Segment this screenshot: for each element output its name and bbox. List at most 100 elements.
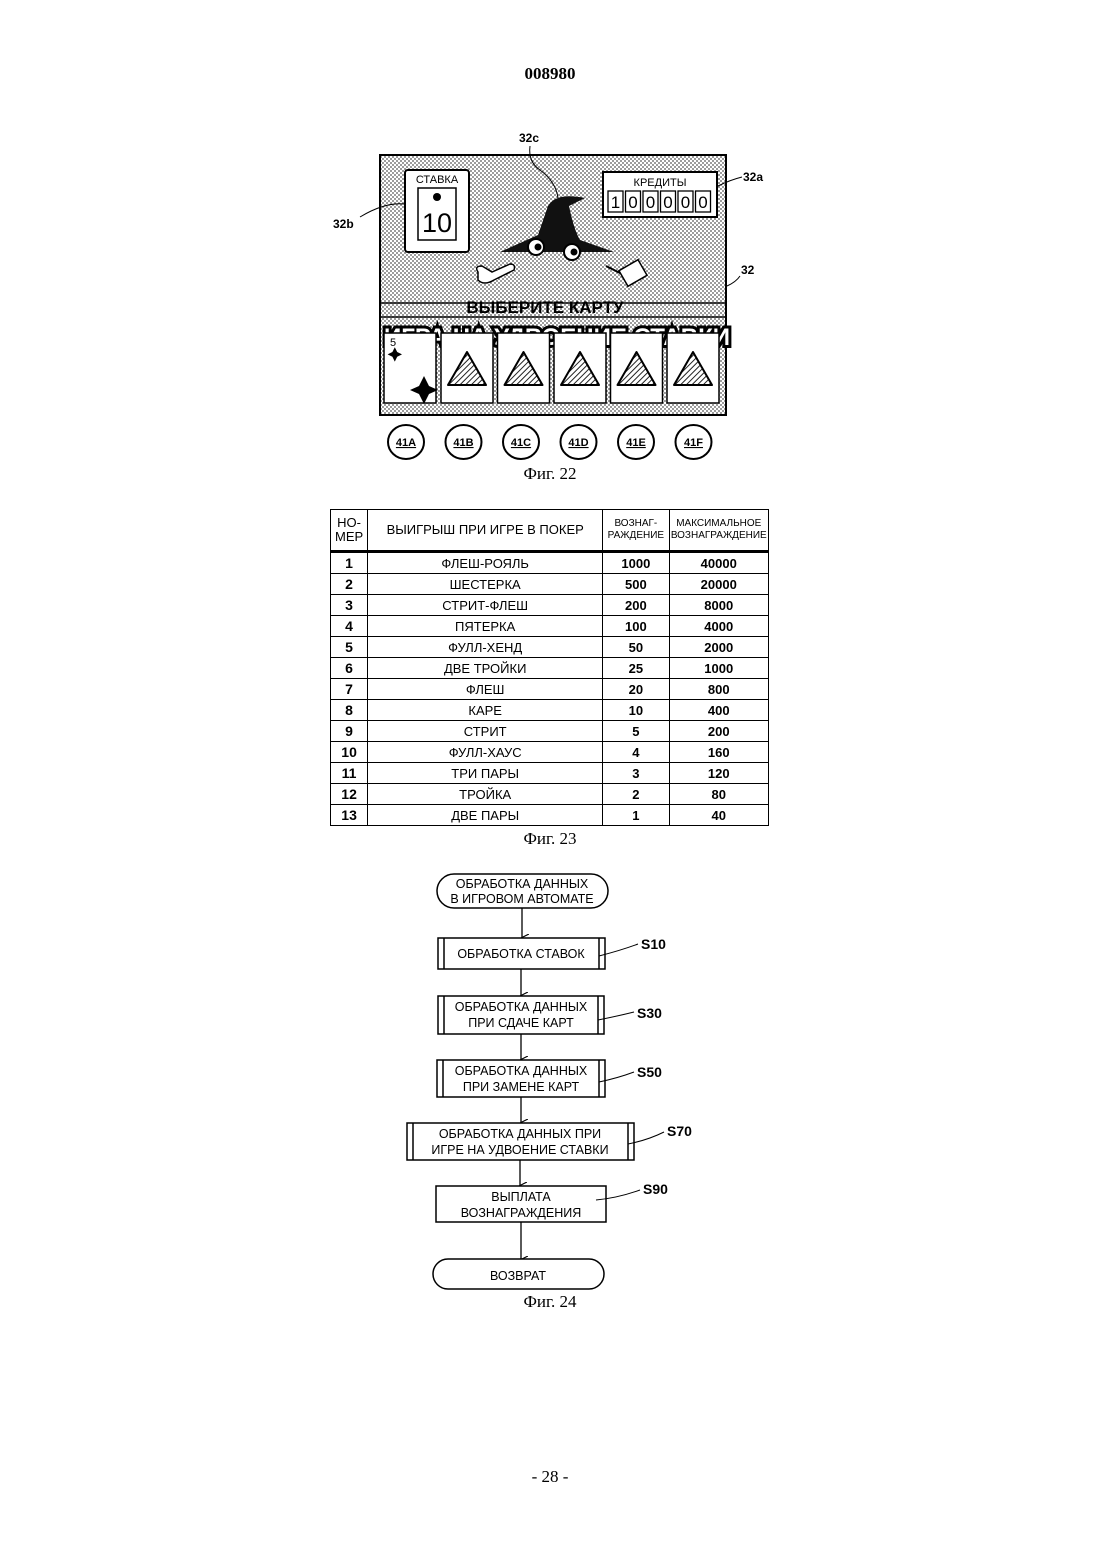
- card-rank: 5: [390, 337, 396, 349]
- select-button-label: 41B: [453, 437, 473, 449]
- cell-hand: ПЯТЕРКА: [368, 616, 603, 637]
- cell-max: 1000: [669, 658, 768, 679]
- figure-23-caption: Фиг. 23: [0, 829, 1100, 849]
- cell-max: 400: [669, 700, 768, 721]
- figure-22-game-screen: СТАВКА 10 КРЕДИТЫ 100000 ВЫБЕРИТЕ КАРТУ …: [0, 120, 1100, 470]
- ref-32b: 32b: [333, 217, 354, 231]
- cell-reward: 20: [603, 679, 669, 700]
- credits-label: КРЕДИТЫ: [634, 177, 687, 189]
- cell-reward: 10: [603, 700, 669, 721]
- cell-num: 11: [331, 763, 368, 784]
- credit-digit: 0: [663, 193, 672, 212]
- label-s70: S70: [667, 1123, 692, 1139]
- header-hand: ВЫИГРЫШ ПРИ ИГРЕ В ПОКЕР: [368, 510, 603, 552]
- start-text-2: В ИГРОВОМ АВТОМАТЕ: [450, 892, 593, 906]
- cell-reward: 3: [603, 763, 669, 784]
- cell-max: 8000: [669, 595, 768, 616]
- cell-hand: ТРИ ПАРЫ: [368, 763, 603, 784]
- label-s90: S90: [643, 1181, 668, 1197]
- table-row: 1ФЛЕШ-РОЯЛЬ100040000: [331, 552, 769, 574]
- step-s30-text-1: ОБРАБОТКА ДАННЫХ: [455, 1000, 588, 1014]
- select-card-prompt: ВЫБЕРИТЕ КАРТУ: [466, 298, 624, 317]
- select-button-label: 41A: [396, 437, 416, 449]
- cell-num: 10: [331, 742, 368, 763]
- cell-max: 20000: [669, 574, 768, 595]
- cell-reward: 25: [603, 658, 669, 679]
- cell-num: 5: [331, 637, 368, 658]
- cell-reward: 4: [603, 742, 669, 763]
- step-s70-text-2: ИГРЕ НА УДВОЕНИЕ СТАВКИ: [431, 1143, 608, 1157]
- select-button-label: 41C: [511, 437, 531, 449]
- table-row: 2ШЕСТЕРКА50020000: [331, 574, 769, 595]
- table-row: 4ПЯТЕРКА1004000: [331, 616, 769, 637]
- select-button-label: 41E: [626, 437, 646, 449]
- cell-num: 3: [331, 595, 368, 616]
- figure-22-caption: Фиг. 22: [0, 464, 1100, 484]
- step-s70-text-1: ОБРАБОТКА ДАННЫХ ПРИ: [439, 1127, 601, 1141]
- header-max-reward: МАКСИМАЛЬНОЕВОЗНАГРАЖДЕНИЕ: [669, 510, 768, 552]
- header-number: НО-МЕР: [331, 510, 368, 552]
- credit-digit: 0: [646, 193, 655, 212]
- cell-num: 2: [331, 574, 368, 595]
- cell-num: 12: [331, 784, 368, 805]
- cell-num: 1: [331, 552, 368, 574]
- selection-buttons: 41A41B41C41D41E41F: [388, 425, 712, 459]
- cell-reward: 1000: [603, 552, 669, 574]
- step-s10-text: ОБРАБОТКА СТАВОК: [457, 947, 585, 961]
- header-reward: ВОЗНАГ-РАЖДЕНИЕ: [603, 510, 669, 552]
- label-s30: S30: [637, 1005, 662, 1021]
- cell-max: 160: [669, 742, 768, 763]
- step-s50-text-2: ПРИ ЗАМЕНЕ КАРТ: [463, 1080, 580, 1094]
- cell-max: 80: [669, 784, 768, 805]
- step-s30-text-2: ПРИ СДАЧЕ КАРТ: [468, 1016, 574, 1030]
- start-text-1: ОБРАБОТКА ДАННЫХ: [456, 877, 589, 891]
- cell-reward: 100: [603, 616, 669, 637]
- cell-num: 4: [331, 616, 368, 637]
- cell-hand: ТРОЙКА: [368, 784, 603, 805]
- cell-reward: 1: [603, 805, 669, 826]
- credit-digit: 0: [681, 193, 690, 212]
- figure-24-caption: Фиг. 24: [0, 1292, 1100, 1312]
- cell-hand: СТРИТ-ФЛЕШ: [368, 595, 603, 616]
- select-button-label: 41F: [684, 437, 703, 449]
- cell-num: 13: [331, 805, 368, 826]
- cell-num: 7: [331, 679, 368, 700]
- cell-hand: КАРЕ: [368, 700, 603, 721]
- ref-32a: 32a: [743, 170, 763, 184]
- cell-reward: 2: [603, 784, 669, 805]
- cell-max: 120: [669, 763, 768, 784]
- end-text: ВОЗВРАТ: [490, 1269, 546, 1283]
- cell-hand: СТРИТ: [368, 721, 603, 742]
- cell-hand: ФУЛЛ-ХАУС: [368, 742, 603, 763]
- figure-24-flowchart: ОБРАБОТКА ДАННЫХ В ИГРОВОМ АВТОМАТЕ ОБРА…: [0, 860, 1100, 1290]
- cell-hand: ФУЛЛ-ХЕНД: [368, 637, 603, 658]
- label-s10: S10: [641, 936, 666, 952]
- credit-digit: 0: [698, 193, 707, 212]
- table-row: 8КАРЕ10400: [331, 700, 769, 721]
- cell-max: 800: [669, 679, 768, 700]
- cell-reward: 500: [603, 574, 669, 595]
- table-row: 7ФЛЕШ20800: [331, 679, 769, 700]
- cell-reward: 50: [603, 637, 669, 658]
- ref-32: 32: [741, 263, 755, 277]
- cell-max: 4000: [669, 616, 768, 637]
- table-row: 12ТРОЙКА280: [331, 784, 769, 805]
- table-row: 10ФУЛЛ-ХАУС4160: [331, 742, 769, 763]
- poker-payout-table: НО-МЕР ВЫИГРЫШ ПРИ ИГРЕ В ПОКЕР ВОЗНАГ-Р…: [330, 509, 769, 826]
- cell-reward: 200: [603, 595, 669, 616]
- table-row: 13ДВЕ ПАРЫ140: [331, 805, 769, 826]
- credit-digit: 1: [611, 193, 620, 212]
- ref-32c: 32c: [519, 131, 539, 145]
- step-s90-text-1: ВЫПЛАТА: [491, 1190, 551, 1204]
- label-s50: S50: [637, 1064, 662, 1080]
- credit-digit: 0: [628, 193, 637, 212]
- cell-hand: ФЛЕШ: [368, 679, 603, 700]
- table-row: 11ТРИ ПАРЫ3120: [331, 763, 769, 784]
- cell-max: 200: [669, 721, 768, 742]
- cell-num: 6: [331, 658, 368, 679]
- step-s90-text-2: ВОЗНАГРАЖДЕНИЯ: [461, 1206, 582, 1220]
- table-row: 9СТРИТ5200: [331, 721, 769, 742]
- cell-max: 40000: [669, 552, 768, 574]
- cell-num: 9: [331, 721, 368, 742]
- cell-max: 40: [669, 805, 768, 826]
